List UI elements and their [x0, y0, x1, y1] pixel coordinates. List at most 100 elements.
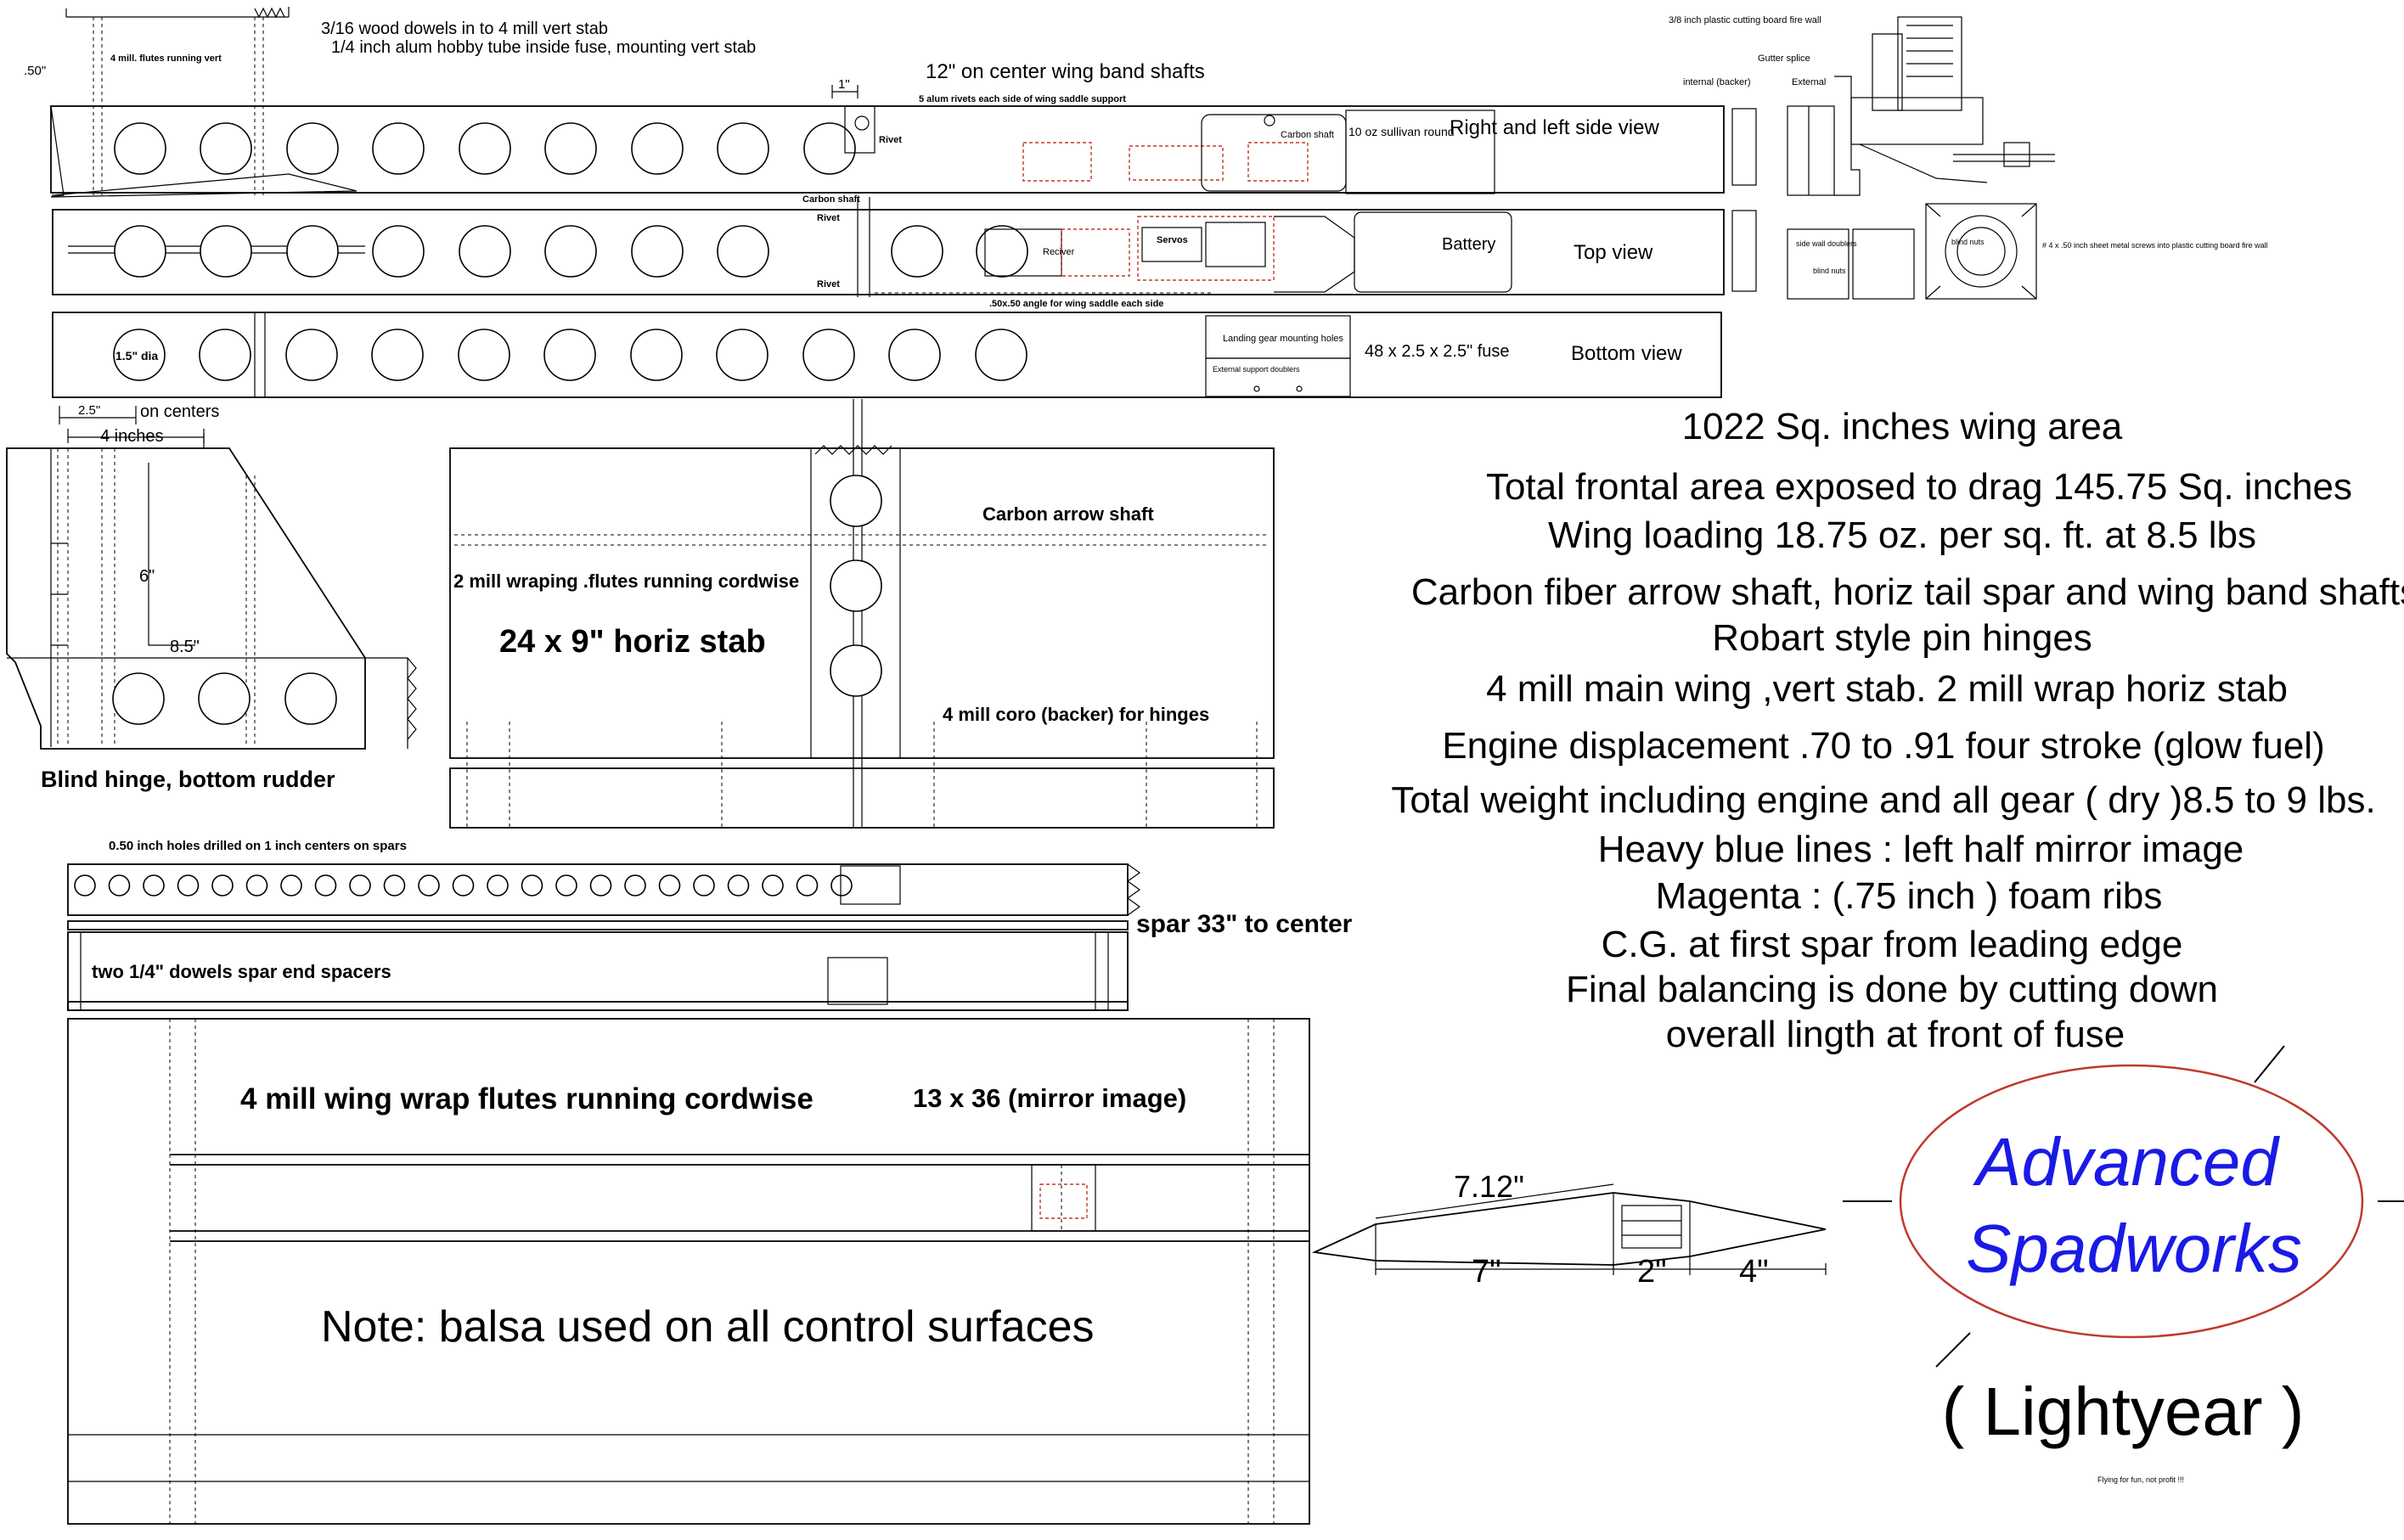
- ext-doublers-label: External support doublers: [1213, 365, 1300, 374]
- spec-magenta: Magenta : (.75 inch ) foam ribs: [1656, 875, 2163, 917]
- spar-holes-note: 0.50 inch holes drilled on 1 inch center…: [109, 839, 407, 853]
- spar-hole: [589, 874, 612, 896]
- logo-line2: Spadworks: [1966, 1211, 2302, 1286]
- svg-text:4 inches: 4 inches: [100, 427, 164, 446]
- rivet-top-2: Rivet: [817, 279, 840, 289]
- spar-hole: [521, 874, 543, 896]
- spar-hole: [383, 874, 406, 896]
- spar-hole: [349, 874, 371, 896]
- spar-hole: [658, 874, 681, 896]
- external-label: External: [1792, 77, 1826, 87]
- svg-text:on centers: on centers: [140, 402, 219, 421]
- rudder-dim-6: 6": [139, 567, 155, 586]
- internal-backer: internal (backer): [1683, 77, 1750, 87]
- spar-drawing: [67, 863, 1141, 1011]
- spar-hole: [108, 874, 131, 896]
- spar-hole: [74, 874, 96, 896]
- wing-size-label: 13 x 36 (mirror image): [913, 1083, 1186, 1113]
- landing-gear-label: Landing gear mounting holes: [1223, 334, 1343, 344]
- rivets-note: 5 alum rivets each side of wing saddle s…: [919, 94, 1126, 104]
- blind-nuts-a: blind nuts: [1813, 267, 1846, 275]
- rivet-top-1: Rivet: [817, 213, 840, 223]
- wing-band-note: 12" on center wing band shafts: [926, 60, 1205, 83]
- spar-hole: [762, 874, 784, 896]
- rivet-label-side: Rivet: [879, 135, 902, 145]
- stab-carbon-label: Carbon arrow shaft: [982, 503, 1154, 525]
- footer-tagline: Flying for fun, not profit !!!: [2097, 1475, 2184, 1484]
- wing-note: Note: balsa used on all control surfaces: [321, 1302, 1095, 1352]
- stab-wrap-label: 2 mill wraping .flutes running cordwise: [453, 570, 799, 592]
- spec-weight: Total weight including engine and all ge…: [1391, 779, 2375, 821]
- side-doublers: side wall doublers: [1796, 239, 1857, 248]
- fuselage-bottom-view: [52, 312, 1722, 398]
- spar-hole: [693, 874, 715, 896]
- screws-note: # 4 x .50 inch sheet metal screws into p…: [2042, 241, 2268, 250]
- tank-label: 10 oz sullivan round: [1348, 125, 1455, 138]
- angle-note: .50x.50 angle for wing saddle each side: [989, 299, 1163, 309]
- svg-text:2.5": 2.5": [78, 403, 100, 418]
- logo: Advanced Spadworks: [1843, 1045, 2404, 1368]
- blind-nuts-b: blind nuts: [1951, 238, 1985, 246]
- spec-cg: C.G. at first spar from leading edge: [1602, 924, 2183, 965]
- dim-1-inch: 1": [831, 77, 859, 98]
- battery-label: Battery: [1442, 235, 1495, 254]
- airfoil-dim-4: 4": [1739, 1254, 1769, 1290]
- servos-label: Servos: [1157, 235, 1188, 245]
- spec-length: overall lingth at front of fuse: [1666, 1014, 2125, 1055]
- spec-wing-area: 1022 Sq. inches wing area: [1682, 406, 2123, 447]
- side-view-label: Right and left side view: [1450, 116, 1659, 139]
- airfoil-dim-712: 7.12": [1454, 1169, 1524, 1204]
- spar-hole: [555, 874, 577, 896]
- spar-hole: [624, 874, 646, 896]
- spar-hole: [211, 874, 234, 896]
- main-wing: [67, 1018, 1310, 1525]
- spar-hole: [487, 874, 509, 896]
- spec-hinges: Robart style pin hinges: [1712, 617, 2092, 659]
- spec-frontal-area: Total frontal area exposed to drag 145.7…: [1486, 466, 2352, 508]
- spar-hole: [727, 874, 750, 896]
- rudder-caption: Blind hinge, bottom rudder: [41, 767, 335, 792]
- airfoil-dim-7: 7": [1472, 1254, 1501, 1290]
- stab-coro-label: 4 mill coro (backer) for hinges: [943, 704, 1209, 725]
- receiver-label: Reciver: [1043, 247, 1075, 257]
- tube-note: 1/4 inch alum hobby tube inside fuse, mo…: [331, 38, 756, 57]
- spar-hole: [245, 874, 268, 896]
- spec-balancing: Final balancing is done by cutting down: [1566, 969, 2218, 1010]
- top-view-label: Top view: [1574, 241, 1653, 264]
- spar-hole: [314, 874, 337, 896]
- on-centers-dimension: 2.5" on centers 4 inches: [59, 402, 219, 446]
- horizontal-stab: [449, 399, 1275, 829]
- wing-wrap-label: 4 mill wing wrap flutes running cordwise: [240, 1082, 814, 1116]
- model-name: ( Lightyear ): [1942, 1374, 2305, 1449]
- carbon-shaft-top: Carbon shaft: [802, 194, 860, 205]
- firewall-title: 3/8 inch plastic cutting board fire wall: [1669, 15, 1821, 25]
- spec-material: 4 mill main wing ,vert stab. 2 mill wrap…: [1486, 668, 2288, 710]
- spec-carbon: Carbon fiber arrow shaft, horiz tail spa…: [1411, 571, 2404, 613]
- specifications: 1022 Sq. inches wing area Total frontal …: [1391, 406, 2404, 1055]
- spar-hole: [177, 874, 200, 896]
- spar-hole: [280, 874, 302, 896]
- airfoil-dim-2: 2": [1637, 1254, 1667, 1290]
- svg-text:1": 1": [838, 77, 850, 92]
- bottom-view-label: Bottom view: [1571, 342, 1682, 365]
- spec-blue-lines: Heavy blue lines : left half mirror imag…: [1598, 829, 2244, 870]
- logo-line1: Advanced: [1973, 1124, 2280, 1200]
- fuselage-side-view: [50, 7, 1725, 198]
- firewall-detail: [1731, 16, 2055, 300]
- spar-hole: [418, 874, 440, 896]
- hole-dia-label: 1.5" dia: [115, 349, 158, 363]
- vertical-stab: [6, 433, 417, 750]
- spar-hole: [796, 874, 819, 896]
- spar-hole: [830, 874, 853, 896]
- gutter-splice: Gutter splice: [1758, 53, 1810, 64]
- rudder-dim-85: 8.5": [170, 638, 200, 656]
- spar-dowels: two 1/4" dowels spar end spacers: [92, 961, 391, 982]
- spec-wing-loading: Wing loading 18.75 oz. per sq. ft. at 8.…: [1548, 514, 2256, 556]
- dim-50: .50": [24, 64, 46, 78]
- spar-length: spar 33" to center: [1136, 910, 1353, 938]
- fuse-size-label: 48 x 2.5 x 2.5" fuse: [1365, 342, 1510, 361]
- logo-ellipse: [1899, 1064, 2364, 1339]
- spec-engine: Engine displacement .70 to .91 four stro…: [1442, 725, 2324, 767]
- airfoil-section: [1311, 1183, 1827, 1275]
